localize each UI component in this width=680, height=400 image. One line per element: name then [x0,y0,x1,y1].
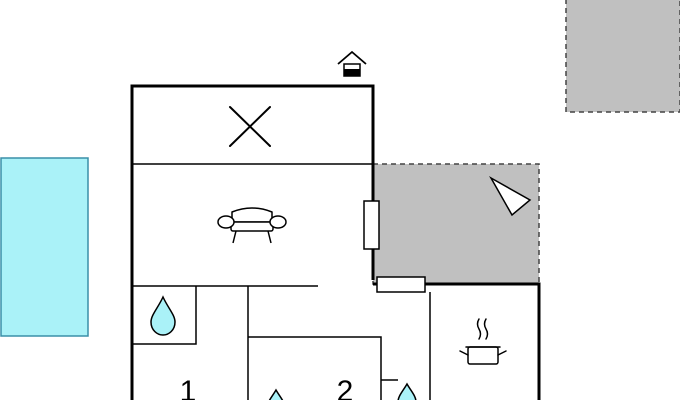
terrace-top-right [565,0,680,113]
sofa-icon [217,207,287,244]
house-entrance-icon [337,50,367,77]
water-drop-icon [397,382,417,400]
room-number-bedroom-1: 1 [180,375,197,400]
room-number-bedroom-2: 2 [337,375,354,400]
x-cross-icon [229,106,271,147]
water-drop-icon [150,295,176,336]
interior-walls [132,163,431,400]
window-terrace [376,276,426,293]
terrace-right [372,163,540,285]
exterior-walls [130,84,541,400]
water-drop-icon [268,388,284,400]
window-right-wall [363,200,380,250]
swimming-pool [0,157,89,337]
cooking-pot-icon [459,318,507,365]
sun-lounger-icon [489,176,532,217]
